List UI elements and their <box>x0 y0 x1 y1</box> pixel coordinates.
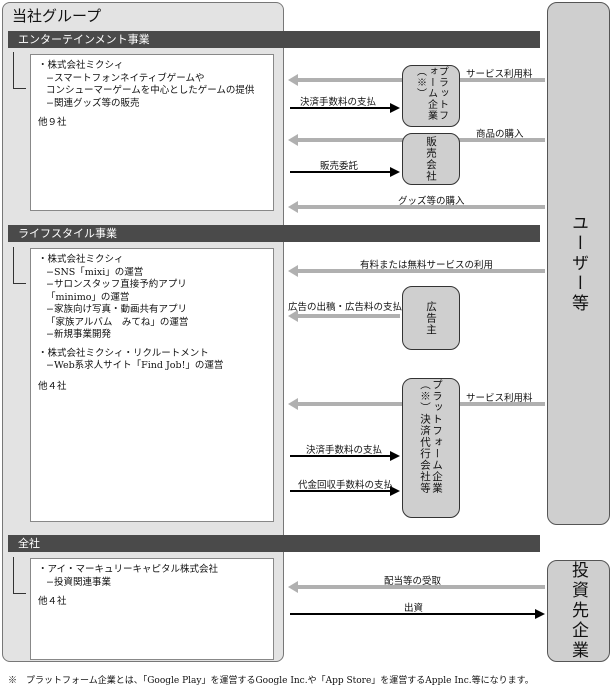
arrowhead-gray <box>288 74 298 86</box>
business-line: −SNS「mixi」の運営 <box>46 266 144 278</box>
business-line: −Web系求人サイト「Find Job!」の運営 <box>46 360 224 371</box>
advertiser-node: 広告主 <box>402 286 460 350</box>
lifestyle-box: ・株式会社ミクシィ −SNS「mixi」の運営 −サロンスタッフ直接予約アプリ … <box>30 248 274 522</box>
segment-band-all: 全社 <box>8 535 540 552</box>
sales-company-label: 販売会社 <box>425 136 437 182</box>
footnote: ※ プラットフォーム企業とは、「Google Play」を運営するGoogle … <box>8 676 534 686</box>
segment-bracket <box>13 557 26 594</box>
label-paid-free-use: 有料または無料サービスの利用 <box>360 260 494 271</box>
segment-band-entertainment: エンターテインメント事業 <box>8 31 540 48</box>
company-name: ・株式会社ミクシィ <box>38 254 124 265</box>
users-box: ユーザー等 <box>547 2 610 525</box>
arrowhead-black <box>390 103 400 113</box>
arrowhead-black <box>390 486 400 496</box>
segment-bracket <box>13 247 26 284</box>
other-companies: 他９社 <box>38 117 67 128</box>
business-line: −新規事業開発 <box>46 329 111 340</box>
label-investment: 出資 <box>404 603 424 614</box>
business-line: −サロンスタッフ直接予約アプリ <box>46 279 187 290</box>
investees-label: 投資先企業 <box>568 561 588 661</box>
arrowhead-gray <box>288 398 298 410</box>
company-name: ・株式会社ミクシィ・リクルートメント <box>38 347 209 359</box>
label-consignment: 販売委託 <box>320 161 359 172</box>
investees-box: 投資先企業 <box>547 560 610 662</box>
business-line: −関連グッズ等の販売 <box>46 97 140 109</box>
label-collection-fee: 代金回収手数料の支払 <box>298 480 394 491</box>
arrowhead-black <box>390 451 400 461</box>
label-dividends: 配当等の受取 <box>384 576 442 587</box>
segment-band-lifestyle: ライフスタイル事業 <box>8 225 540 242</box>
entertainment-box: ・株式会社ミクシィ −スマートフォンネイティブゲームや コンシューマーゲームを中… <box>30 54 274 211</box>
segment-bracket <box>13 52 26 89</box>
company-name: ・アイ・マーキュリーキャピタル株式会社 <box>38 564 219 575</box>
business-line: コンシューマーゲームを中心としたゲームの提供 <box>46 85 255 96</box>
other-companies: 他４社 <box>38 380 67 392</box>
other-companies: 他４社 <box>38 596 67 607</box>
arrowhead-gray <box>288 310 298 322</box>
business-line: −家族向け写真・動画共有アプリ <box>46 304 187 315</box>
arrowhead-gray <box>288 265 298 277</box>
arrowhead-black <box>390 167 400 177</box>
advertiser-label: 広告主 <box>425 300 437 336</box>
platform-node-1: プラットフォーム企業（※） <box>402 65 460 127</box>
label-settlement-fee-1: 決済手数料の支払 <box>300 97 377 108</box>
arrowhead-gray <box>288 201 298 213</box>
business-line: −投資関連事業 <box>46 576 111 588</box>
arrowhead-black <box>535 609 545 619</box>
label-goods-purchase: グッズ等の購入 <box>398 196 465 207</box>
business-line: 「minimo」の運営 <box>46 291 130 303</box>
label-service-fee-2: サービス利用料 <box>466 393 533 404</box>
company-name: ・株式会社ミクシィ <box>38 60 124 71</box>
platform-node-1-label: プラットフォーム企業（※） <box>414 66 448 121</box>
platform-node-2-label: プラットフォーム企業（※）決済代行会社等 <box>419 379 443 494</box>
sales-company-node: 販売会社 <box>402 133 460 185</box>
arrowhead-gray <box>288 581 298 593</box>
label-settlement-fee-2: 決済手数料の支払 <box>306 445 383 456</box>
label-ad-placement: 広告の出稿・広告料の支払 <box>288 302 403 313</box>
arrowhead-gray <box>288 134 298 146</box>
group-title: 当社グループ <box>12 7 102 25</box>
label-service-fee-1: サービス利用料 <box>466 69 533 80</box>
platform-node-2: プラットフォーム企業（※）決済代行会社等 <box>402 378 460 518</box>
label-product-purchase: 商品の購入 <box>476 129 524 140</box>
business-line: −スマートフォンネイティブゲームや <box>46 72 205 84</box>
all-box: ・アイ・マーキュリーキャピタル株式会社 −投資関連事業 他４社 <box>30 558 274 660</box>
business-line: 「家族アルバム みてね」の運営 <box>46 316 189 328</box>
users-label: ユーザー等 <box>568 213 588 314</box>
